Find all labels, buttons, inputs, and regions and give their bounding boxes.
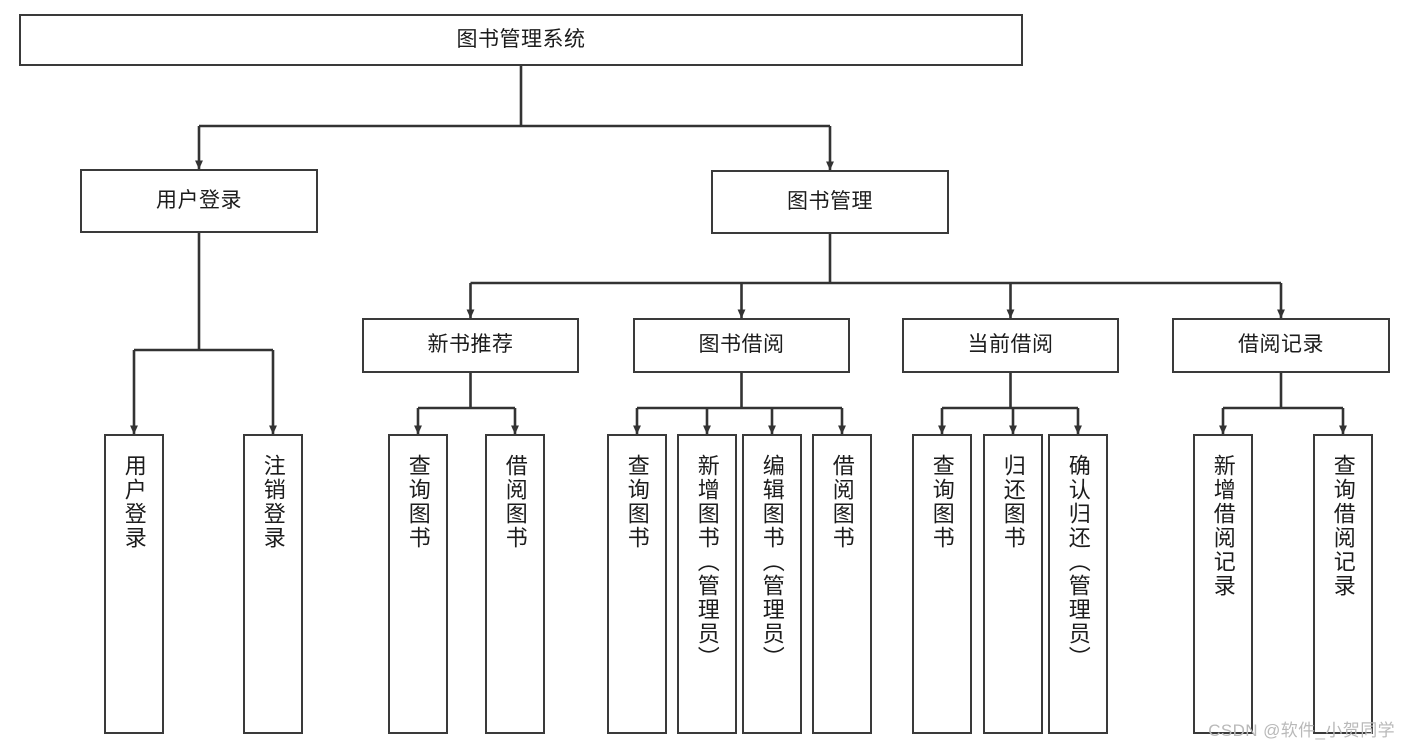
node-label: 查询图书: [929, 454, 955, 550]
node-label: 查询图书: [405, 454, 431, 550]
node-label: 注销登录: [260, 454, 286, 550]
node-label: 查询图书: [624, 454, 650, 550]
node-leaf-current-confirm-return-admin[interactable]: 确认归还（管理员）: [1048, 434, 1108, 734]
node-label: 图书管理系统: [456, 27, 586, 51]
node-leaf-borrow-query-book[interactable]: 查询图书: [607, 434, 667, 734]
node-label: 图书管理: [787, 189, 873, 213]
node-leaf-current-return-book[interactable]: 归还图书: [983, 434, 1043, 734]
node-label: 用户登录: [156, 188, 242, 212]
node-sub-borrow-record[interactable]: 借阅记录: [1172, 318, 1390, 373]
node-leaf-newbook-borrow-book[interactable]: 借阅图书: [485, 434, 545, 734]
node-leaf-newbook-query-book[interactable]: 查询图书: [388, 434, 448, 734]
node-leaf-current-query-book[interactable]: 查询图书: [912, 434, 972, 734]
node-leaf-borrow-borrow-book[interactable]: 借阅图书: [812, 434, 872, 734]
node-root-system[interactable]: 图书管理系统: [19, 14, 1023, 66]
node-sub-current-borrow[interactable]: 当前借阅: [902, 318, 1119, 373]
node-label: 借阅图书: [829, 454, 855, 550]
node-leaf-user-logout[interactable]: 注销登录: [243, 434, 303, 734]
node-leaf-record-query-borrow-record[interactable]: 查询借阅记录: [1313, 434, 1373, 734]
node-leaf-borrow-edit-book-admin[interactable]: 编辑图书（管理员）: [742, 434, 802, 734]
node-branch-user-login[interactable]: 用户登录: [80, 169, 318, 233]
node-label: 新书推荐: [427, 333, 514, 357]
node-sub-book-borrow[interactable]: 图书借阅: [633, 318, 850, 373]
node-label: 确认归还（管理员）: [1065, 454, 1091, 670]
node-leaf-user-login[interactable]: 用户登录: [104, 434, 164, 734]
node-label: 借阅图书: [502, 454, 528, 550]
node-leaf-borrow-add-book-admin[interactable]: 新增图书（管理员）: [677, 434, 737, 734]
node-label: 查询借阅记录: [1330, 454, 1356, 598]
watermark-text: CSDN @软件_小贺同学: [1208, 721, 1395, 740]
node-branch-book-management[interactable]: 图书管理: [711, 170, 949, 234]
node-label: 当前借阅: [967, 333, 1054, 357]
node-label: 新增借阅记录: [1210, 454, 1236, 598]
node-label: 新增图书（管理员）: [694, 454, 720, 670]
node-label: 用户登录: [121, 454, 147, 550]
node-label: 图书借阅: [698, 333, 785, 357]
node-leaf-record-add-borrow-record[interactable]: 新增借阅记录: [1193, 434, 1253, 734]
node-sub-new-book-recommend[interactable]: 新书推荐: [362, 318, 579, 373]
node-label: 借阅记录: [1238, 333, 1324, 357]
edge-group: [130, 66, 1347, 435]
node-label: 编辑图书（管理员）: [759, 454, 785, 670]
node-label: 归还图书: [1000, 454, 1026, 550]
